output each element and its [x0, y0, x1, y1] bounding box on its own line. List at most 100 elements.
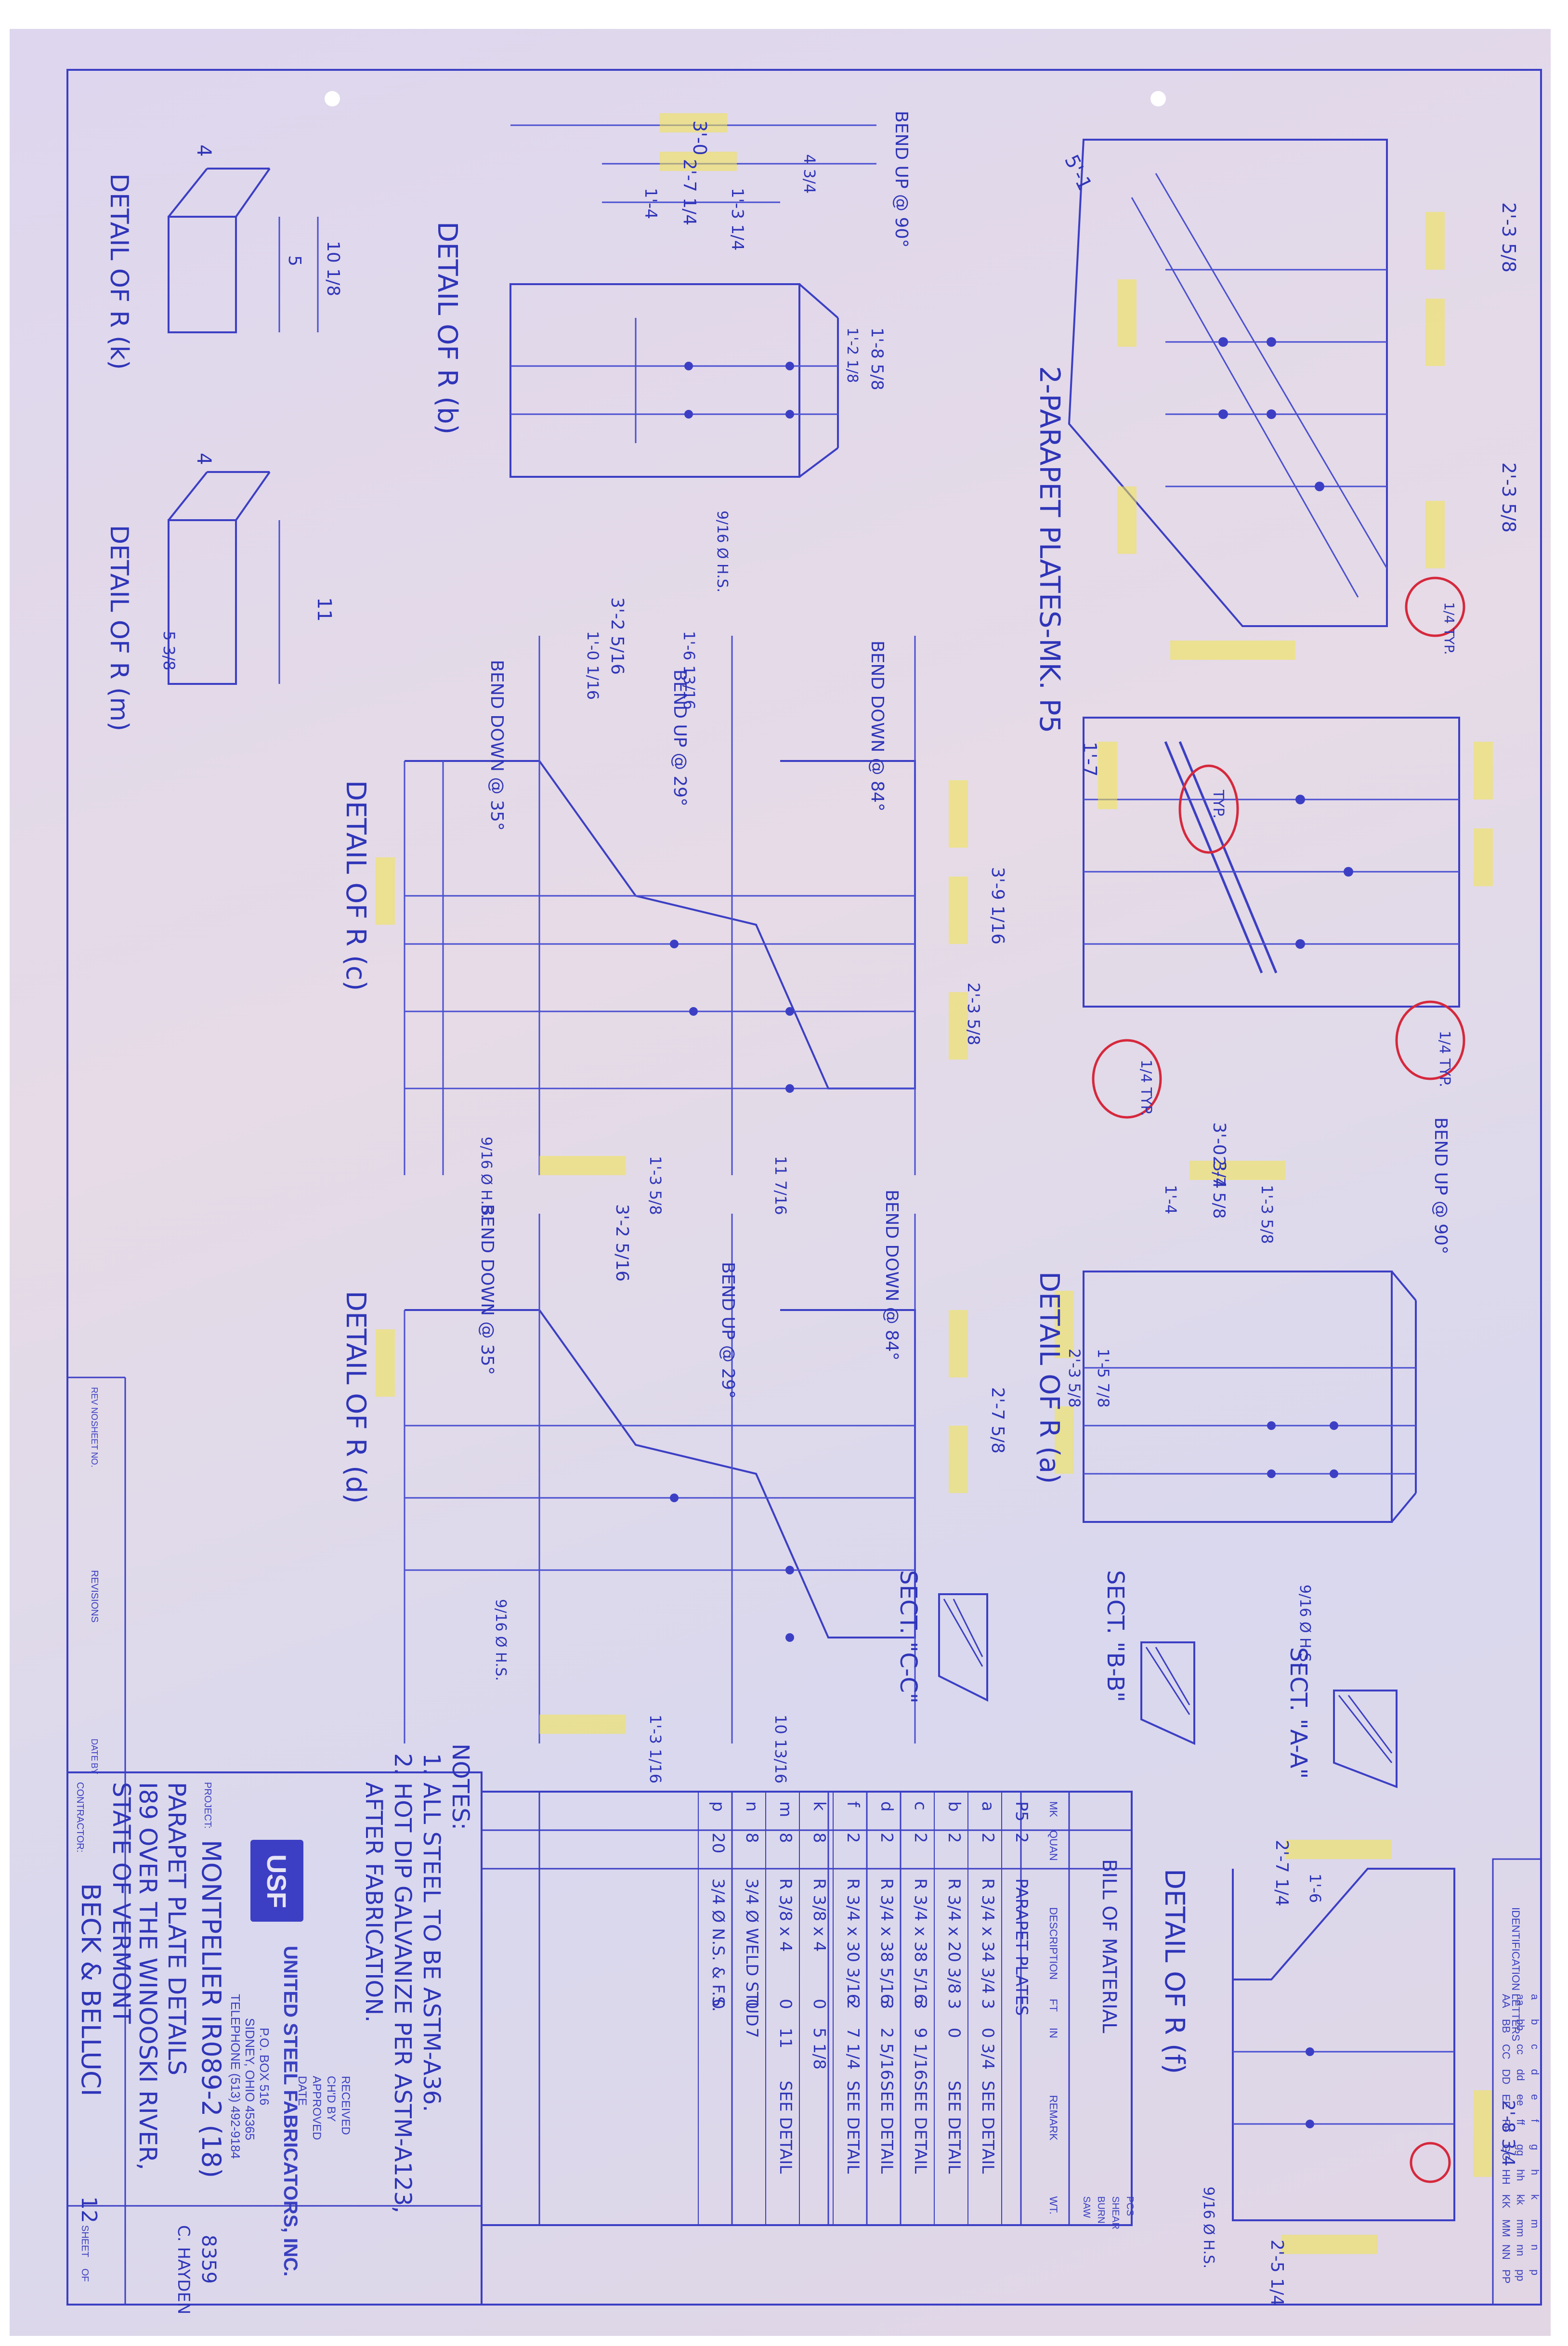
ident-cell: hh — [1515, 2169, 1527, 2181]
ident-cell: n — [1529, 2244, 1541, 2250]
job-g: 8359 — [197, 2235, 220, 2284]
title-sect-c-g: SECT. "C-C" — [895, 1570, 922, 1704]
bom-header: WT. — [1047, 2196, 1059, 2215]
ident-cell: e — [1529, 2094, 1541, 2100]
bom-cell: SEE DETAIL — [843, 2081, 862, 2174]
stamp-date: DATE — [296, 2076, 309, 2106]
ident-cell: aa — [1515, 1994, 1527, 2006]
dim-g: 5'-1 — [1060, 151, 1096, 194]
bom-cell: SEE DETAIL — [776, 2081, 795, 2174]
bom-cell: 3 — [877, 1999, 896, 2009]
dim-label: 3'-0 3/4 — [1209, 1122, 1229, 1189]
dim-label: 1'-3 1/16 — [646, 1715, 665, 1783]
dim-g: 3'-9 1/16 — [988, 867, 1007, 944]
title-detail-m-g: DETAIL OF R (m) — [105, 525, 133, 731]
sheet-label-g: SHEET — [79, 2225, 90, 2257]
bom-cell: 0 — [776, 1999, 795, 2009]
revisions-g: REVISIONS — [89, 1570, 100, 1623]
hole-h3-g: 9/16 Ø H.S. — [492, 1599, 509, 1681]
bend-b1-g: BEND UP @ 90° — [891, 111, 911, 248]
ident-cell: PP — [1500, 2269, 1512, 2283]
phone-g: TELEPHONE (513) 492-9184 — [228, 1994, 243, 2159]
ident-rows: aaaAAbbbBBcccCCdddDDeeeEEfffFFgggGGhhhHH… — [1500, 1994, 1541, 2283]
title-sect-b-g: SECT. "B-B" — [1102, 1570, 1129, 1702]
punch-hole — [325, 91, 340, 106]
title-parapet-plates: 2-PARAPET PLATES-MK. P5 — [1033, 366, 1066, 733]
ident-cell: c — [1529, 2044, 1541, 2049]
weld-note: TYP. — [1210, 789, 1227, 819]
company-g: UNITED STEEL FABRICATORS, INC. — [280, 1946, 301, 2277]
bom-cell: R 3/4 x 38 5/16 — [877, 1878, 896, 2004]
dim-label: 2'-3 5/8 — [1065, 1349, 1084, 1408]
ident-cell: g — [1529, 2144, 1541, 2150]
bend-note: BEND UP @ 29° — [670, 669, 690, 806]
hole-note: 9/16 Ø H.S. — [1200, 2187, 1217, 2268]
bom-cell: 5 1/8 — [810, 2028, 829, 2070]
hole-note: 9/16 Ø H.S. — [1296, 1585, 1313, 1666]
rev-no-label: REV NO. — [90, 1387, 99, 1423]
dim-label: 2'-7 5/8 — [1209, 1156, 1228, 1219]
dim-g: 2'-7 1/4 — [1272, 1840, 1292, 1906]
ident-cell: ff — [1515, 2119, 1527, 2125]
revisions-label: REVISIONS — [89, 1570, 100, 1623]
ident-title-group: IDENTIFICATION LETTERS — [1510, 1907, 1522, 2041]
notes-title: NOTES: — [447, 1743, 474, 1830]
ident-cell: k — [1529, 2194, 1541, 2200]
ident-cell: DD — [1500, 2069, 1512, 2084]
dim-label: 11 7/16 — [771, 1156, 790, 1215]
sect-c-view — [938, 1593, 988, 1702]
bom-cell: c — [911, 1801, 930, 1810]
bom-cell: SEE DETAIL — [877, 2081, 896, 2174]
dim-label: 10 13/16 — [771, 1715, 790, 1783]
dim-label: 3'-2 5/16 — [612, 1204, 632, 1282]
title-parapet-g: 2-PARAPET PLATES-MK. P5 — [1033, 366, 1066, 733]
dim-label: 2'-8 3/4 — [1498, 2100, 1518, 2166]
dim-g: 1'-4 — [1162, 1185, 1180, 1214]
title-detail-b-g: DETAIL OF R (b) — [431, 222, 463, 434]
usf-logo: USF — [250, 1840, 303, 1922]
project-g: MONTPELIER IR089-2 (18) — [196, 1840, 226, 2178]
of-g: OF — [79, 2268, 90, 2282]
bom-cell: SEE DETAIL — [978, 2081, 997, 2174]
job-number: 8359 — [197, 2235, 220, 2284]
bom-cell: 0 3/4 — [978, 2028, 997, 2070]
weld-note: 1/4 TYP. — [1441, 602, 1457, 655]
dim-g: 2'-3 5/8 — [1498, 462, 1519, 533]
title-detail-d-g: DETAIL OF R (d) — [340, 1291, 371, 1504]
dim-g: 2'-3 5/8 — [1065, 1349, 1084, 1408]
dim-label: 4 — [193, 453, 215, 465]
dim-label: 5 — [285, 255, 304, 266]
sheet-num-g: 12 — [77, 2196, 101, 2223]
dim-label: 1'-3 5/8 — [1258, 1185, 1276, 1244]
bend-note: BEND DOWN @ 84° — [867, 641, 887, 812]
title-detail-c-g: DETAIL OF R (c) — [340, 780, 371, 991]
detail-m-view — [168, 471, 280, 685]
weld-g: TYP. — [1210, 789, 1227, 819]
ident-cell: m — [1529, 2219, 1541, 2228]
bom-title-g: BILL OF MATERIAL — [1098, 1859, 1120, 2033]
sect-b-view — [1140, 1641, 1195, 1745]
dim-label: 4 3/4 — [800, 154, 819, 194]
dim-g: 1'-7 — [1079, 742, 1100, 777]
title-detail-d: DETAIL OF R (d) — [340, 1291, 371, 1504]
bom-cell: 2 — [843, 1833, 862, 1843]
bom-cell: SEE DETAIL — [911, 2081, 930, 2174]
dim-label: 5'-1 — [1060, 151, 1096, 194]
bom-cell: R 3/8 x 4 — [810, 1878, 829, 1952]
bend-c2-g: BEND UP @ 29° — [670, 669, 690, 806]
hole-note: 9/16 Ø H.S. — [714, 511, 731, 592]
bend-d3-g: BEND DOWN @ 84° — [882, 1190, 902, 1361]
dim-label: 2'-3 5/8 — [1498, 202, 1519, 273]
hole-h5-g: 9/16 Ø H.S. — [1200, 2187, 1217, 2268]
bom-cell: 7 1/4 — [843, 2028, 862, 2070]
hole-h1-g: 9/16 Ø H.S. — [714, 511, 731, 592]
address-line-1: P.O. BOX 516 — [257, 2028, 272, 2105]
ident-cell: ee — [1515, 2094, 1527, 2106]
dim-g: 1'-4 — [641, 188, 660, 219]
dim-label: 1'-6 — [1306, 1874, 1324, 1903]
dim-g: 1'-3 1/4 — [728, 188, 747, 250]
contractor-name: BECK & BELLUCI — [76, 1883, 106, 2097]
ident-cell: kk — [1515, 2194, 1527, 2205]
bom-header: QUAN — [1047, 1830, 1059, 1861]
detail-c-view — [376, 636, 968, 1175]
